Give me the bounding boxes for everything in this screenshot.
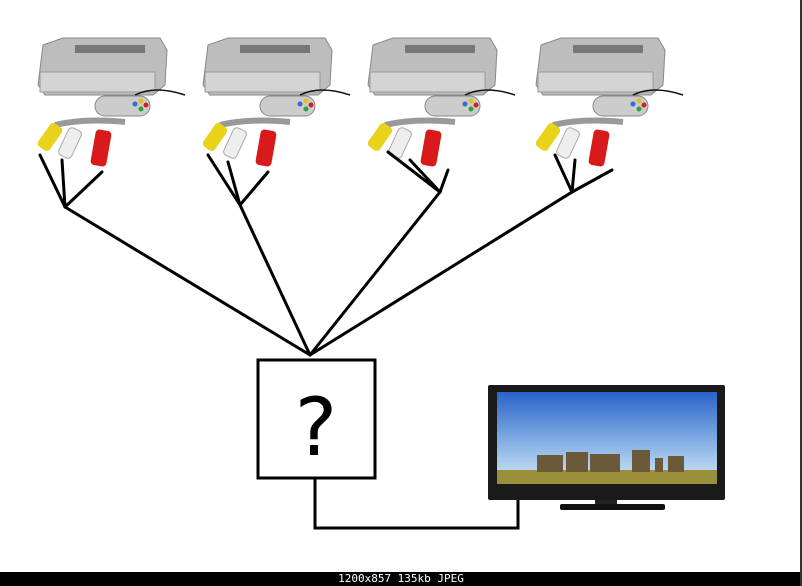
wire-console-3 [308,150,443,357]
controller [259,95,316,117]
cartridge-slot [573,45,643,53]
wire-c4-c [570,168,614,194]
yellow-plug [37,123,63,151]
stonehenge [537,450,684,472]
red-plug [588,129,610,167]
controller-cord [299,89,351,96]
red-plug [420,129,442,167]
controller-cord [632,89,684,96]
wire-console-1 [38,153,312,357]
console-front [39,71,156,93]
wire-c3-c [438,168,450,194]
wire-c1-c [63,170,104,209]
consoles-group [37,37,684,167]
wire-c1-b [60,158,67,209]
controller [592,95,649,117]
white-plug [223,127,247,159]
tv-stand-base [560,504,665,510]
cable-bundle [552,117,624,128]
unknown-device-box [256,358,377,480]
tv-stand-neck [595,500,617,505]
cable-bundle [219,117,291,128]
console-2 [202,37,351,167]
wire-to-tv [313,478,520,530]
wire-c4-b [570,158,577,194]
cable-bundle [384,117,456,128]
cartridge-slot [75,45,145,53]
tv [488,385,725,510]
wire-c3-b [408,158,442,194]
console-4 [535,37,684,167]
white-plug [58,127,82,159]
yellow-plug [367,123,393,151]
console-front [204,71,321,93]
controller-cord [134,89,186,96]
console-front [369,71,486,93]
red-plug [255,129,277,167]
controller [424,95,481,117]
red-plug [90,129,112,167]
controller [94,95,151,117]
cartridge-slot [405,45,475,53]
console-1 [37,37,186,167]
cable-bundle [54,117,126,128]
white-plug [556,127,580,159]
status-bar: 1200x857 135kb JPEG [0,572,800,586]
console-front [537,71,654,93]
yellow-plug [202,123,228,151]
wire-c2-b [226,160,242,207]
wires [38,150,614,530]
yellow-plug [535,123,561,151]
diagram: ? [37,37,725,530]
tv-screen-grass [497,470,717,484]
wire-c2-c [238,170,270,207]
question-mark: ? [295,381,337,474]
controller-cord [464,89,516,96]
console-3 [367,37,516,167]
cartridge-slot [240,45,310,53]
